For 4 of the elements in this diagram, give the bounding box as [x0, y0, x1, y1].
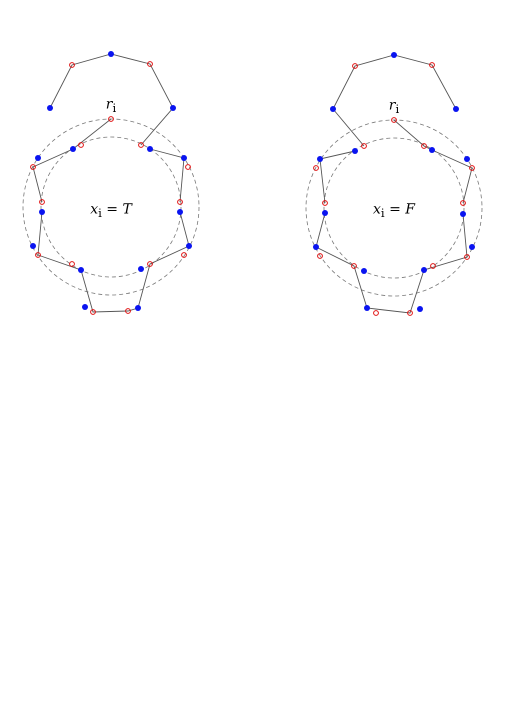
radius-label: r$_{i}$ — [106, 97, 116, 115]
variable-assignment-label: x$_{i}$ = T — [90, 202, 132, 220]
variable-assignment-label: x$_{i}$ = F — [373, 202, 415, 220]
radius-label: r$_{i}$ — [388, 98, 400, 116]
